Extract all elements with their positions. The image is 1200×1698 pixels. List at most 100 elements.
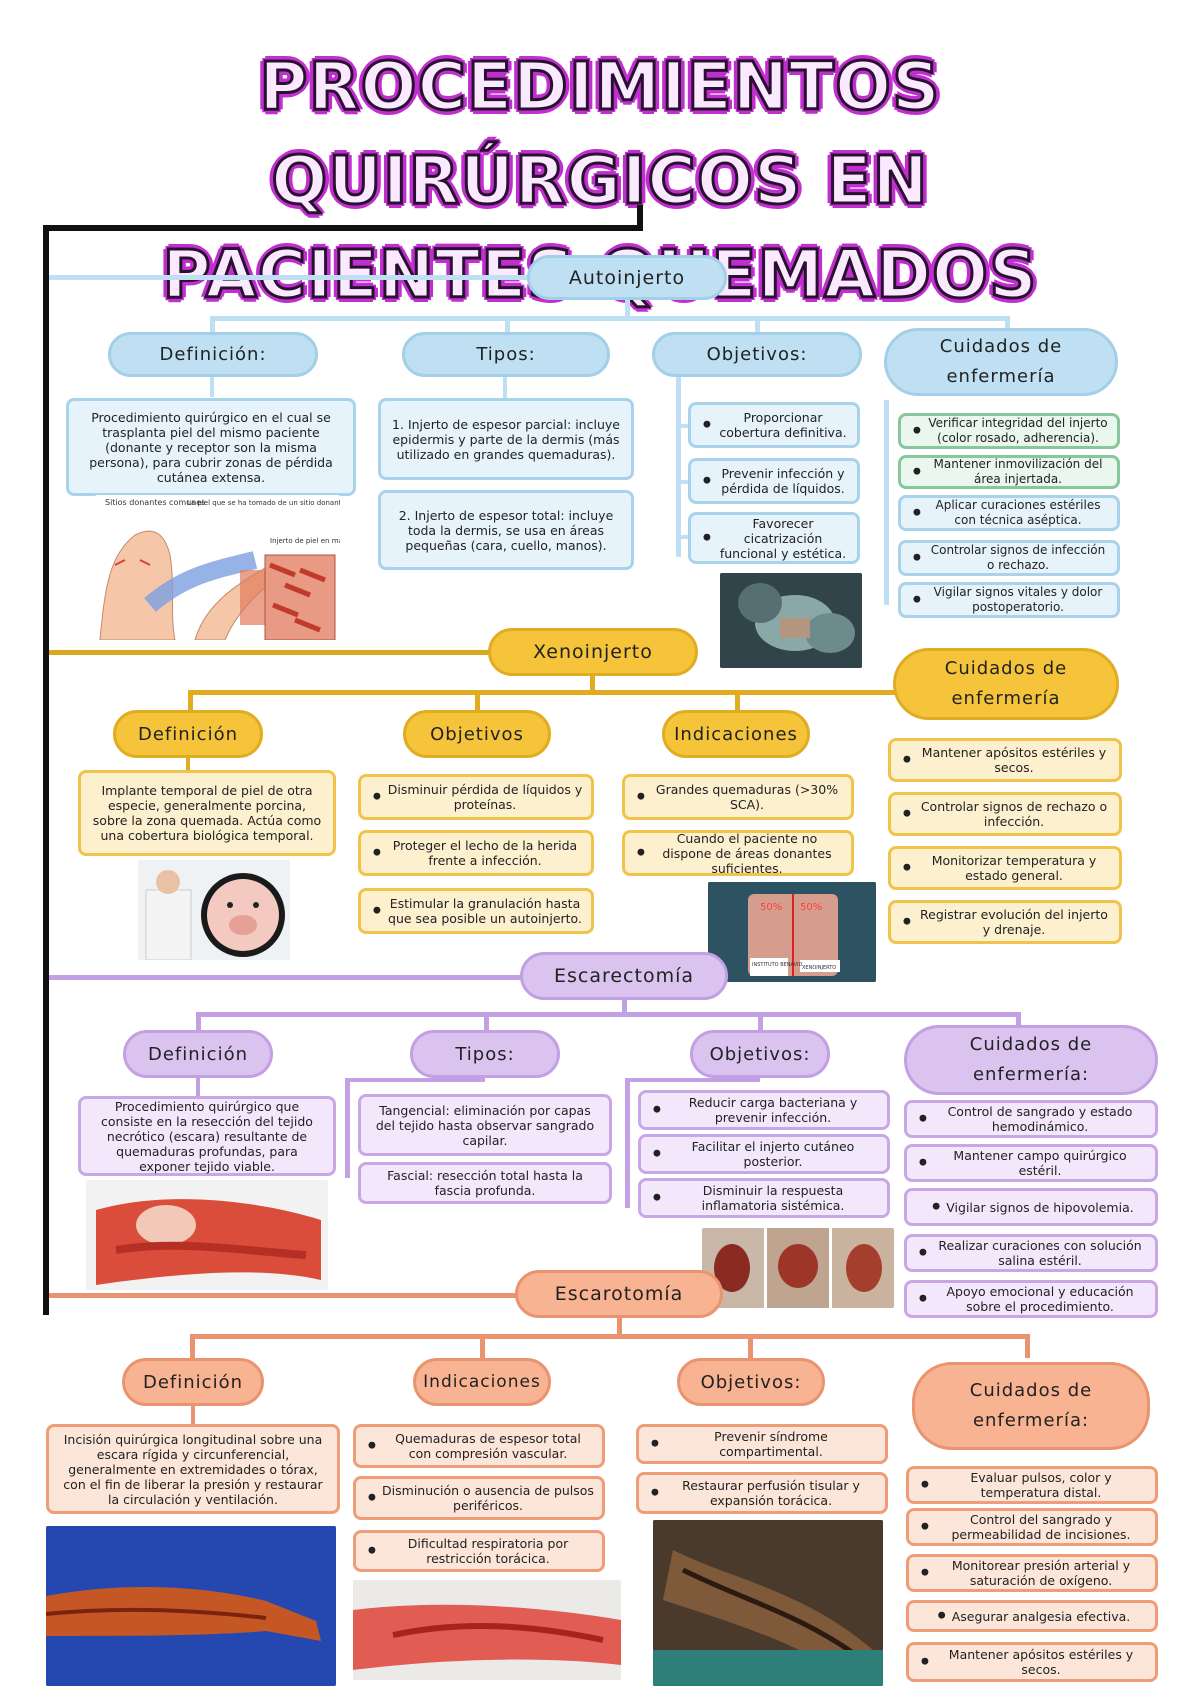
bullet-text: Monitorear presión arterial y saturación… (917, 1558, 1147, 1588)
escarotomia-drop-4 (1025, 1334, 1030, 1358)
bullet-text: Proteger el lecho de la herida frente a … (369, 838, 583, 868)
caption-donor-skin: La piel que se ha tomado de un sitio don… (187, 499, 340, 507)
escarectomia-drop-4 (1016, 1012, 1021, 1032)
escarectomia-hand-photos (702, 1228, 894, 1308)
image-label-left-pct: 50% (760, 902, 782, 913)
autoinjerto-obj-tick-3 (676, 535, 690, 539)
escarectomia-heading[interactable]: Escarectomía (520, 952, 728, 1000)
bullet-text: Aplicar curaciones estériles con técnica… (909, 498, 1109, 528)
xenoinjerto-objetivos-pill: Objetivos (403, 710, 551, 758)
autoinjerto-obj-tick-1 (676, 424, 690, 428)
bullet-text: Prevenir infección y pérdida de líquidos… (699, 466, 849, 496)
escarectomia-tipos-htop (345, 1078, 485, 1082)
bullet-text: Evaluar pulsos, color y temperatura dist… (917, 1470, 1147, 1500)
escarectomia-stem (622, 1000, 627, 1014)
bullet-text: Disminución o ausencia de pulsos perifér… (364, 1483, 594, 1513)
escarotomia-indicaciones-item-3: Dificultad respiratoria por restricción … (353, 1530, 605, 1572)
escarotomia-indicaciones-item-1: Quemaduras de espesor total con compresi… (353, 1424, 605, 1468)
escarotomia-definicion-pill: Definición (122, 1358, 264, 1406)
xenograft-photo: 50% 50% INSTITUTO BENAVID XENOINJERTO (708, 882, 876, 982)
bullet-text: Cuando el paciente no dispone de áreas d… (633, 831, 843, 876)
autoinjerto-cuidados-item-3: Aplicar curaciones estériles con técnica… (898, 495, 1120, 531)
xenoinjerto-indicaciones-item-1: Grandes quemaduras (>30% SCA). (622, 774, 854, 820)
escarotomia-stem (617, 1318, 622, 1336)
escarotomia-arm-photo (353, 1580, 621, 1680)
bullet-text: Reducir carga bacteriana y prevenir infe… (649, 1095, 879, 1125)
bullet-text: Estimular la granulación hasta que sea p… (369, 896, 583, 926)
escarotomia-def-stem (191, 1406, 195, 1426)
autoinjerto-cuidados-item-1: Verificar integridad del injerto (color … (898, 413, 1120, 449)
escarectomia-objetivos-item-3: Disminuir la respuesta inflamatoria sist… (638, 1178, 890, 1218)
autoinjerto-cuidados-item-5: Vigilar signos vitales y dolor postopera… (898, 582, 1120, 618)
image-label-institute: INSTITUTO BENAVID (752, 962, 803, 968)
xenoinjerto-cuidados-item-3: Monitorizar temperatura y estado general… (888, 846, 1122, 890)
autoinjerto-obj-tick-2 (676, 480, 690, 484)
bullet-text: Mantener apósitos estériles y secos. (917, 1647, 1147, 1677)
escarectomia-tipos-item-1: Tangencial: eliminación por capas del te… (358, 1094, 612, 1156)
bullet-text: Disminuir pérdida de líquidos y proteína… (369, 782, 583, 812)
bullet-text: Mantener inmovilización del área injerta… (909, 457, 1109, 487)
escarotomia-drop-2 (480, 1334, 485, 1358)
escarectomia-obj-vline (625, 1078, 630, 1208)
bullet-text: Mantener campo quirúrgico estéril. (915, 1148, 1147, 1178)
xenoinjerto-heading[interactable]: Xenoinjerto (488, 628, 698, 676)
escarotomia-indicaciones-pill: Indicaciones (413, 1358, 551, 1406)
xenoinjerto-objetivos-item-2: Proteger el lecho de la herida frente a … (358, 830, 594, 876)
autoinjerto-obj-vline (676, 377, 681, 557)
bullet-text: Controlar signos de infección o rechazo. (909, 543, 1109, 573)
escarectomia-tipos-vline (345, 1078, 350, 1178)
escarectomia-definicion-pill: Definición (123, 1030, 273, 1078)
escarotomia-hbar (190, 1334, 1030, 1339)
escarectomia-drop-2 (484, 1012, 489, 1032)
escarotomia-hand-photo (46, 1526, 336, 1686)
xenoinjerto-indicaciones-item-2: Cuando el paciente no dispone de áreas d… (622, 830, 854, 876)
autoinjerto-objetivos-pill: Objetivos: (652, 332, 862, 377)
bullet-text: Mantener apósitos estériles y secos. (899, 745, 1111, 775)
escarectomia-def-stem (196, 1078, 200, 1098)
escarectomia-cuidados-pill: Cuidados de enfermería: (904, 1025, 1158, 1095)
escarotomia-heading[interactable]: Escarotomía (515, 1270, 723, 1318)
image-label-xeno: XENOINJERTO (802, 965, 836, 971)
xenoinjerto-cuidados-item-4: Registrar evolución del injerto y drenaj… (888, 900, 1122, 944)
autoinjerto-heading[interactable]: Autoinjerto (527, 255, 727, 300)
escarectomia-tipos-pill: Tipos: (410, 1030, 560, 1078)
escarectomia-cuidados-item-5: Apoyo emocional y educación sobre el pro… (904, 1280, 1158, 1318)
escarotomia-drop-3 (748, 1334, 753, 1358)
autoinjerto-objetivos-item-3: Favorecer cicatrización funcional y esté… (688, 512, 860, 564)
xenoinjerto-def-stem (186, 758, 190, 772)
bullet-text: Apoyo emocional y educación sobre el pro… (915, 1284, 1147, 1314)
autoinjerto-drop-4 (1005, 316, 1010, 334)
bullet-text: Grandes quemaduras (>30% SCA). (633, 782, 843, 812)
main-spine-connector (43, 225, 49, 1315)
escarectomia-obj-htop (625, 1078, 760, 1082)
escarectomia-tipos-item-2: Fascial: resección total hasta la fascia… (358, 1162, 612, 1204)
bullet-text: Facilitar el injerto cutáneo posterior. (649, 1139, 879, 1169)
xenoinjerto-cuidados-item-1: Mantener apósitos estériles y secos. (888, 738, 1122, 782)
escarotomia-chest-photo (653, 1520, 883, 1686)
escarotomia-cuidados-item-1: Evaluar pulsos, color y temperatura dist… (906, 1466, 1158, 1504)
escarotomia-cuidados-pill: Cuidados de enfermería: (912, 1362, 1150, 1450)
xenoinjerto-definicion-pill: Definición (113, 710, 263, 758)
bullet-text: Realizar curaciones con solución salina … (915, 1238, 1147, 1268)
xenoinjerto-cuidados-item-2: Controlar signos de rechazo o infección. (888, 792, 1122, 836)
bullet-text: Asegurar analgesia efectiva. (934, 1609, 1131, 1624)
autoinjerto-objetivos-item-2: Prevenir infección y pérdida de líquidos… (688, 458, 860, 504)
bullet-text: Control de sangrado y estado hemodinámic… (915, 1104, 1147, 1134)
xenoinjerto-indicaciones-pill: Indicaciones (662, 710, 810, 758)
bullet-text: Proporcionar cobertura definitiva. (699, 410, 849, 440)
autoinjerto-cuidados-item-2: Mantener inmovilización del área injerta… (898, 455, 1120, 489)
autoinjerto-cuidados-item-4: Controlar signos de infección o rechazo. (898, 540, 1120, 576)
image-label-right-pct: 50% (800, 902, 822, 913)
bullet-text: Controlar signos de rechazo o infección. (899, 799, 1111, 829)
escarectomia-leg-photo (86, 1180, 328, 1290)
escarectomia-objetivos-item-2: Facilitar el injerto cutáneo posterior. (638, 1134, 890, 1174)
autoinjerto-tipos-item-2: 2. Injerto de espesor total: incluye tod… (378, 490, 634, 570)
bullet-text: Restaurar perfusión tisular y expansión … (647, 1478, 877, 1508)
pig-skin-photo (138, 860, 290, 960)
escarectomia-objetivos-pill: Objetivos: (690, 1030, 830, 1078)
bullet-text: Quemaduras de espesor total con compresi… (364, 1431, 594, 1461)
escarotomia-indicaciones-item-2: Disminución o ausencia de pulsos perifér… (353, 1476, 605, 1520)
title-connector-drop (637, 205, 643, 231)
escarotomia-definicion-text: Incisión quirúrgica longitudinal sobre u… (46, 1424, 340, 1514)
escarectomia-cuidados-item-4: Realizar curaciones con solución salina … (904, 1234, 1158, 1272)
